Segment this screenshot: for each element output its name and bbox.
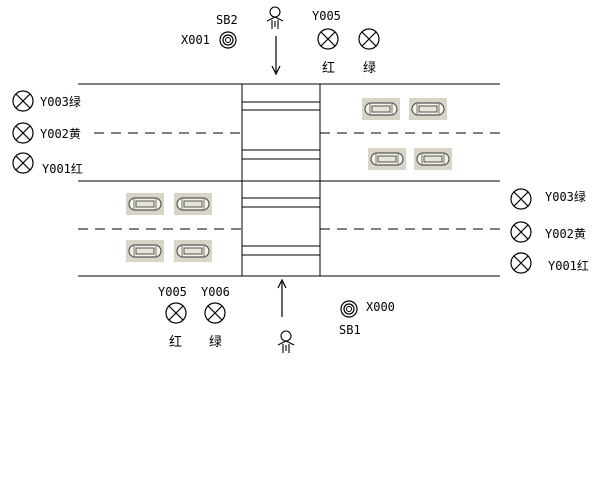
lamp-icon [358,28,380,50]
vehicles [125,97,453,263]
south-green-output: Y006 [201,285,230,299]
south-green-label: 绿 [209,335,222,350]
west-red-label: Y001红 [42,161,83,176]
west-yellow-label: Y002黄 [40,127,81,141]
car-icon [361,97,401,121]
pedestrian-icon [277,330,295,354]
north-pedestrian: SB2 X001 Y005 红 绿 [181,6,380,76]
car-icon [173,192,213,216]
lamp-icon [12,122,34,144]
east-red-label: Y001红 [548,258,589,273]
car-icon [125,192,165,216]
east-green-label: Y003绿 [545,189,586,204]
car-icon [413,147,453,171]
lamp-icon [12,152,34,174]
lamp-icon [510,188,532,210]
lamp-icon [165,302,187,324]
lamp-icon [204,302,226,324]
lamp-icon [317,28,339,50]
pedestrian-icon [266,6,284,30]
x001-label: X001 [181,33,210,47]
sb2-label: SB2 [216,13,238,27]
car-icon [125,239,165,263]
x000-label: X000 [366,300,395,314]
car-icon [408,97,448,121]
lane-dividers [78,132,500,230]
car-icon [367,147,407,171]
north-red-label: 红 [322,60,335,76]
west-green-label: Y003绿 [40,94,81,109]
south-red-label: 红 [169,334,182,350]
sb1-label: SB1 [339,323,361,337]
north-red-output: Y005 [312,9,341,23]
south-pedestrian: Y005 Y006 红 绿 X000 SB1 [158,278,395,354]
push-button-icon [340,300,358,318]
west-vehicle-lights: Y003绿 Y002黄 Y001红 [12,90,83,176]
crosswalk [241,84,321,276]
road-lines [78,83,500,277]
north-green-label: 绿 [363,61,376,76]
push-button-icon [219,31,237,49]
east-yellow-label: Y002黄 [545,227,586,241]
east-vehicle-lights: Y003绿 Y002黄 Y001红 [510,188,589,274]
south-red-output: Y005 [158,285,187,299]
lamp-icon [510,252,532,274]
lamp-icon [12,90,34,112]
car-icon [173,239,213,263]
lamp-icon [510,221,532,243]
